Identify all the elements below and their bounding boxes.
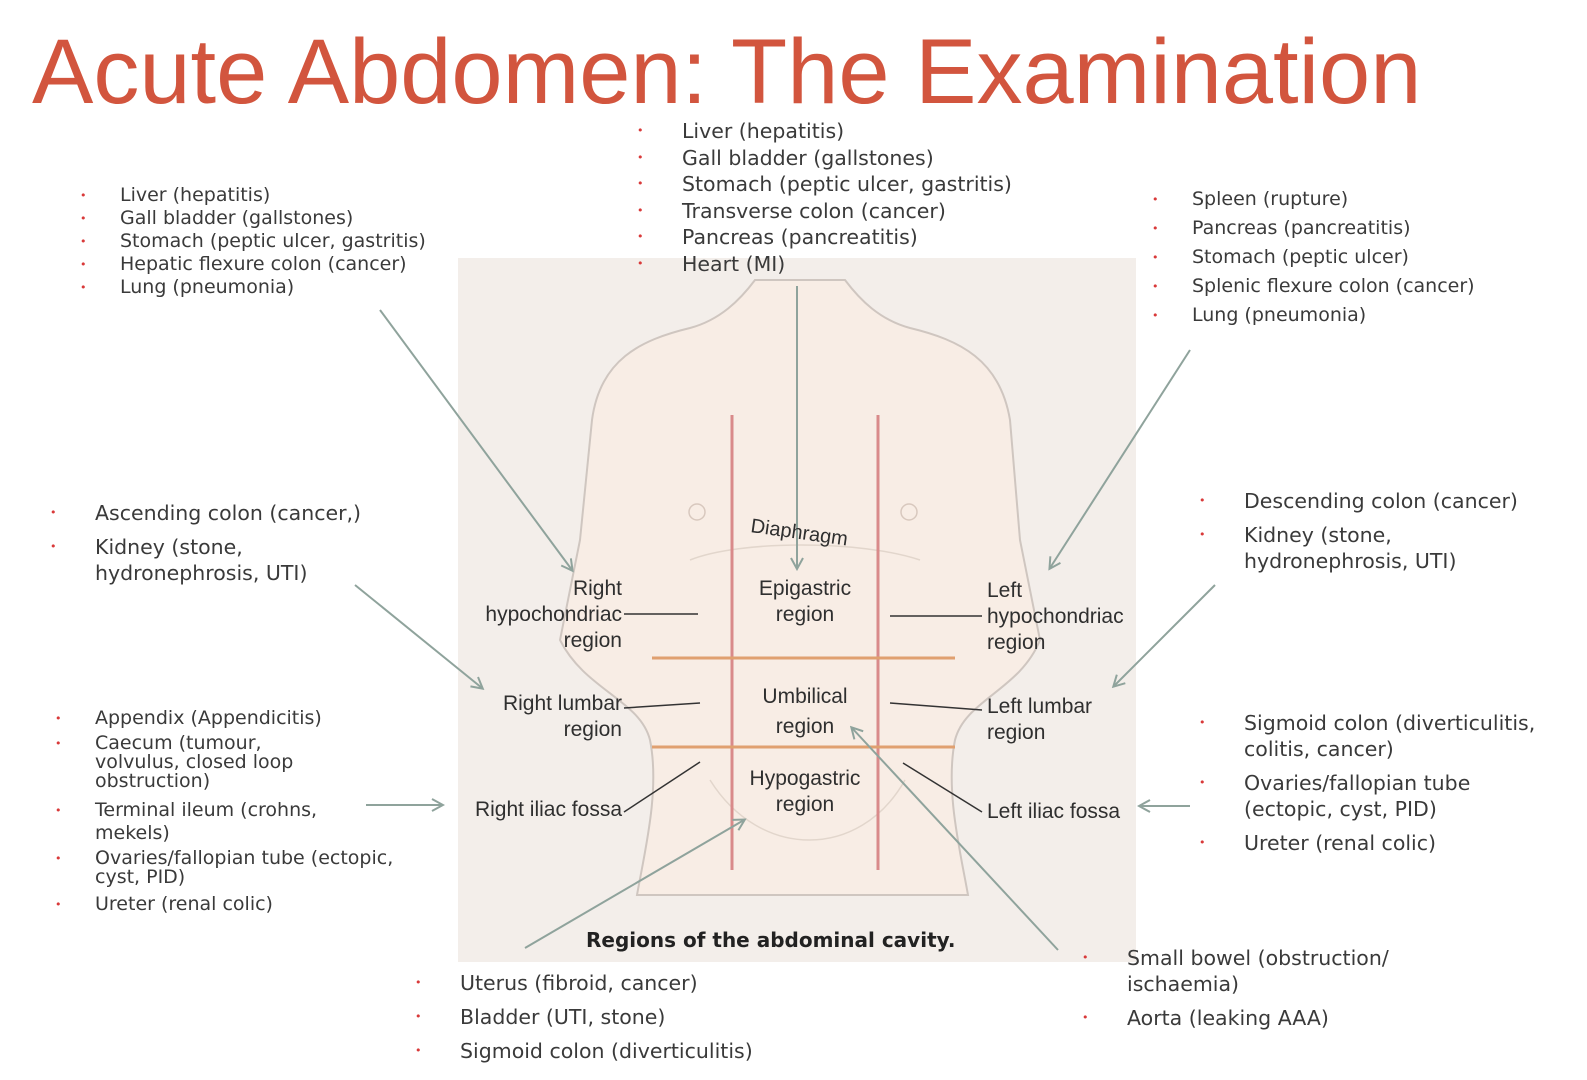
- page-title: Acute Abdomen: The Examination: [32, 21, 1422, 123]
- label-left-hypochondriac: Left hypochondriac region: [987, 579, 1124, 654]
- arrow-upper-left: [379, 309, 572, 570]
- list-item: Aorta (leaking AAA): [1082, 1005, 1402, 1031]
- list-upper-left: Liver (hepatitis) Gall bladder (gallston…: [80, 184, 426, 299]
- nipple-left: [688, 503, 706, 521]
- label-right-iliac: Right iliac fossa: [474, 798, 622, 821]
- list-bottom-center: Uterus (fibroid, cancer) Bladder (UTI, s…: [415, 970, 753, 1072]
- list-item: Kidney (stone, hydronephrosis, UTI): [1199, 522, 1474, 574]
- arrow-mid-right: [1114, 584, 1216, 686]
- list-item: Stomach (peptic ulcer, gastritis): [637, 171, 1012, 198]
- list-item: Terminal ileum (crohns, mekels): [55, 799, 395, 845]
- list-lower-left: Appendix (Appendicitis) Caecum (tumour, …: [55, 707, 395, 916]
- list-item: Descending colon (cancer): [1199, 488, 1539, 514]
- label-umbilical: Umbilical region: [762, 685, 848, 738]
- list-item: Stomach (peptic ulcer, gastritis): [80, 230, 426, 253]
- arrow-bottom-center: [524, 820, 744, 949]
- list-item: Ovaries/fallopian tube (ectopic, cyst, P…: [55, 849, 395, 887]
- list-item: Bladder (UTI, stone): [415, 1004, 753, 1030]
- list-upper-right: Spleen (rupture) Pancreas (pancreatitis)…: [1152, 185, 1475, 330]
- list-item: Appendix (Appendicitis): [55, 707, 395, 730]
- list-item: Gall bladder (gallstones): [637, 145, 1012, 172]
- list-item: Caecum (tumour, volvulus, closed loop ob…: [55, 734, 345, 791]
- list-item: Heart (MI): [637, 251, 1012, 278]
- rib-curve: [689, 544, 921, 561]
- label-hypogastric: Hypogastric region: [749, 767, 861, 816]
- list-top-center: Liver (hepatitis) Gall bladder (gallston…: [637, 118, 1012, 278]
- arrow-bottom-right: [852, 728, 1059, 951]
- list-item: Gall bladder (gallstones): [80, 207, 426, 230]
- list-item: Lung (pneumonia): [80, 276, 426, 299]
- list-item: Stomach (peptic ulcer): [1152, 243, 1475, 272]
- list-item: Ascending colon (cancer,): [50, 500, 370, 526]
- list-item: Pancreas (pancreatitis): [1152, 214, 1475, 243]
- list-item: Spleen (rupture): [1152, 185, 1475, 214]
- list-item: Uterus (fibroid, cancer): [415, 970, 753, 996]
- list-item: Sigmoid colon (diverticulitis, colitis, …: [1199, 710, 1544, 762]
- list-item: Sigmoid colon (diverticulitis): [415, 1038, 753, 1064]
- list-lower-right: Sigmoid colon (diverticulitis, colitis, …: [1199, 710, 1559, 864]
- label-right-lumbar: Right lumbar region: [502, 692, 622, 741]
- list-item: Kidney (stone, hydronephrosis, UTI): [50, 534, 315, 586]
- list-item: Ovaries/fallopian tube (ectopic, cyst, P…: [1199, 770, 1564, 822]
- label-epigastric: Epigastric region: [758, 577, 852, 626]
- label-left-lumbar: Left lumbar region: [987, 695, 1093, 744]
- arrow-upper-right: [1050, 349, 1191, 568]
- label-right-hypochondriac: Right hypochondriac region: [485, 577, 622, 652]
- label-left-iliac: Left iliac fossa: [987, 800, 1121, 823]
- list-item: Transverse colon (cancer): [637, 198, 1012, 225]
- list-item: Small bowel (obstruction/ ischaemia): [1082, 945, 1397, 997]
- list-bottom-right: Small bowel (obstruction/ ischaemia) Aor…: [1082, 945, 1402, 1039]
- list-item: Hepatic flexure colon (cancer): [80, 253, 426, 276]
- list-item: Lung (pneumonia): [1152, 301, 1475, 330]
- arrow-mid-left: [354, 584, 482, 688]
- diagram-caption: Regions of the abdominal cavity.: [586, 928, 956, 952]
- list-item: Ureter (renal colic): [1199, 830, 1559, 856]
- list-item: Liver (hepatitis): [80, 184, 426, 207]
- nipple-right: [900, 503, 918, 521]
- list-mid-left: Ascending colon (cancer,) Kidney (stone,…: [50, 500, 370, 594]
- list-item: Ureter (renal colic): [55, 893, 395, 916]
- list-mid-right: Descending colon (cancer) Kidney (stone,…: [1199, 488, 1539, 582]
- list-item: Splenic flexure colon (cancer): [1152, 272, 1475, 301]
- torso-outline: [558, 279, 1042, 896]
- list-item: Pancreas (pancreatitis): [637, 224, 1012, 251]
- list-item: Liver (hepatitis): [637, 118, 1012, 145]
